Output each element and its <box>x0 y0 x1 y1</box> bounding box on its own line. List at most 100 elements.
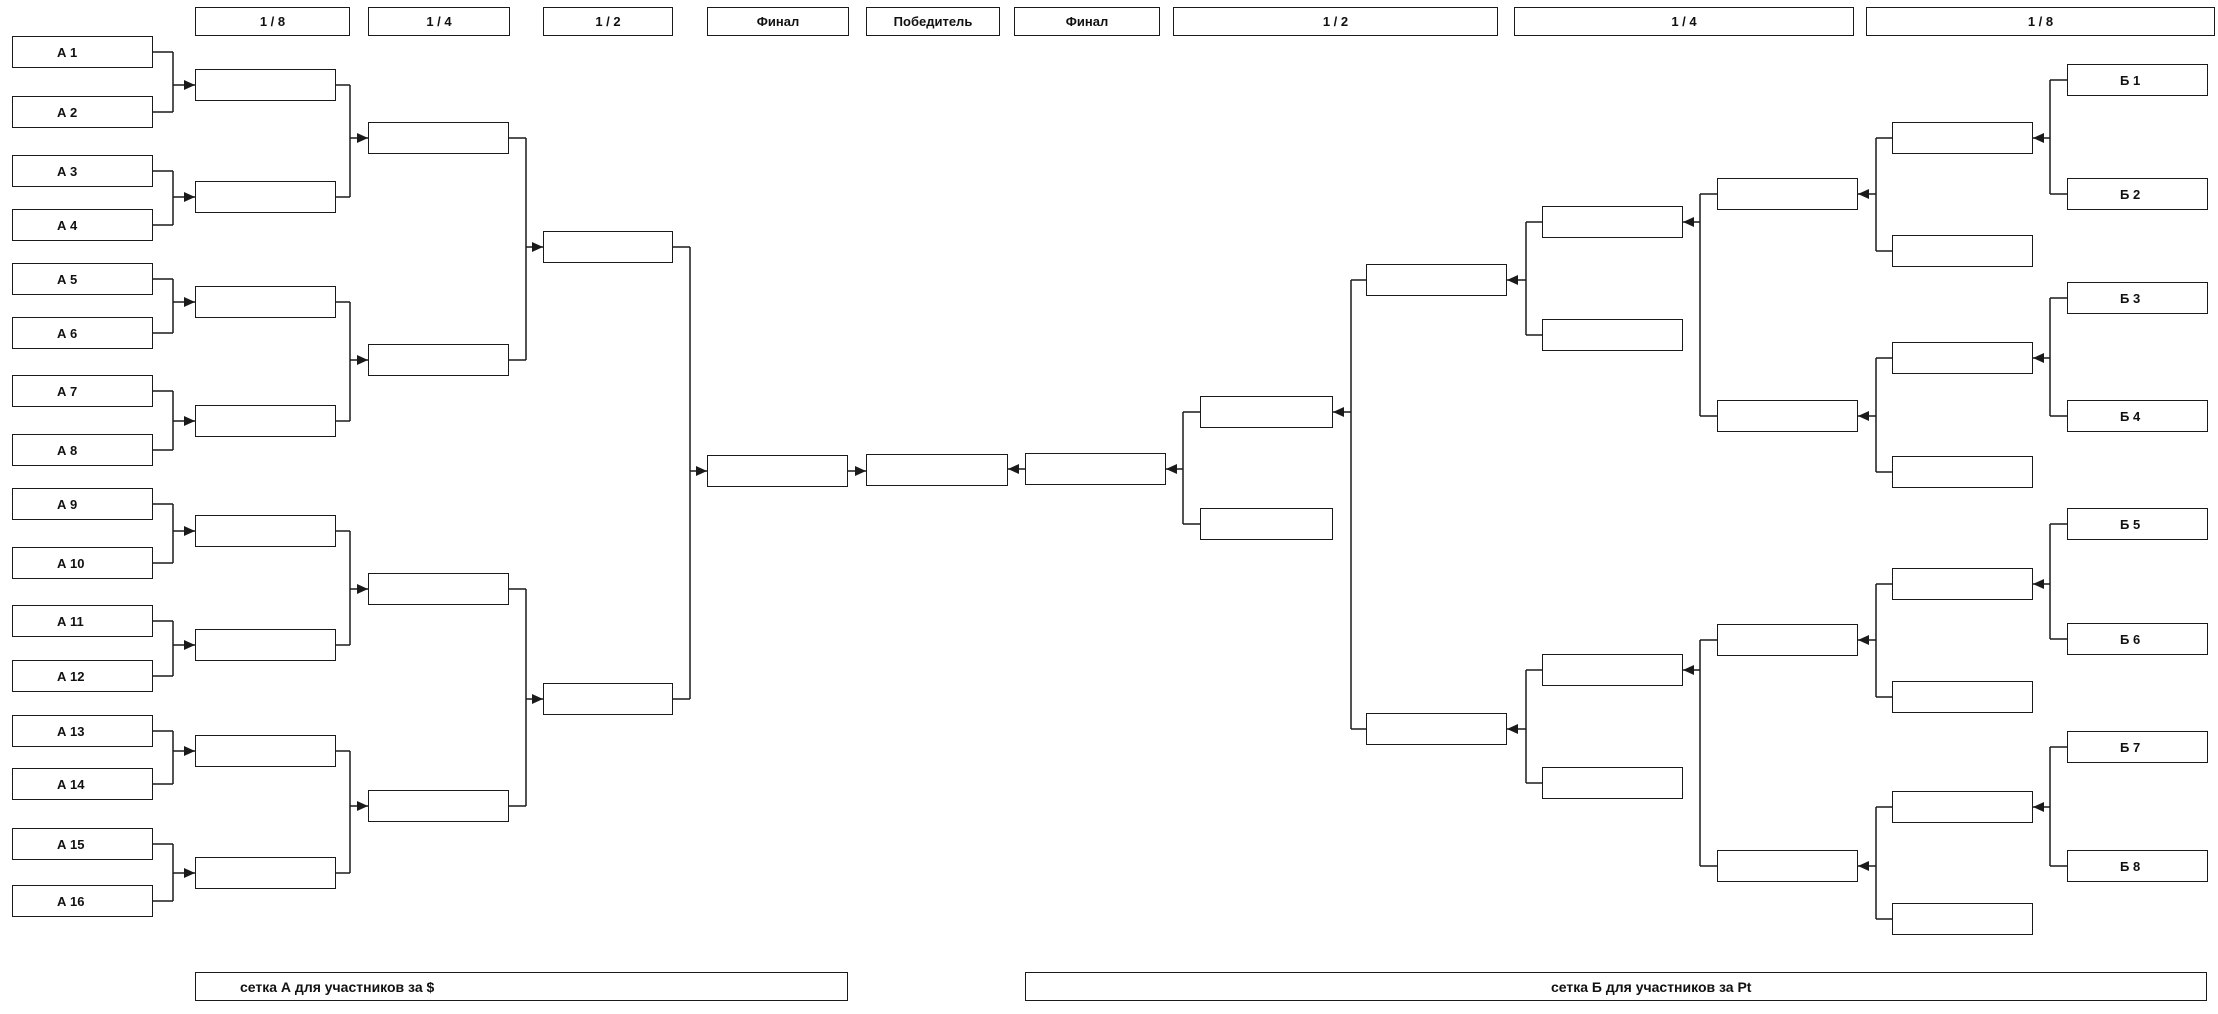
arrow-icon <box>1008 464 1019 474</box>
participant-a-2: А 2 <box>12 96 153 128</box>
arrow-icon <box>357 801 368 811</box>
slot-b-semi-2 <box>1200 508 1333 540</box>
slot-a-r16-6 <box>195 629 336 661</box>
participant-b-6: Б 6 <box>2067 623 2208 655</box>
participant-a-10: А 10 <box>12 547 153 579</box>
participant-a-13: А 13 <box>12 715 153 747</box>
round-header-b-1: Финал <box>1014 7 1160 36</box>
slot-a-r16-8 <box>195 857 336 889</box>
arrow-icon <box>357 133 368 143</box>
slot-b-final <box>1025 453 1166 485</box>
participant-a-11: А 11 <box>12 605 153 637</box>
slot-b-r12-3 <box>1542 654 1683 686</box>
caption-bracket-b: сетка Б для участников за Pt <box>1025 972 2207 1001</box>
slot-a-sf-1 <box>543 231 673 263</box>
round-header-a-1: 1 / 8 <box>195 7 350 36</box>
participant-a-3: А 3 <box>12 155 153 187</box>
round-header-b-2: 1 / 2 <box>1173 7 1498 36</box>
arrow-icon <box>696 466 707 476</box>
participant-b-5: Б 5 <box>2067 508 2208 540</box>
participant-b-2: Б 2 <box>2067 178 2208 210</box>
slot-b-r16-2 <box>1892 235 2033 267</box>
slot-b-semi-1 <box>1200 396 1333 428</box>
slot-b-r16-6 <box>1892 681 2033 713</box>
arrow-icon <box>855 466 866 476</box>
slot-b-sf-1 <box>1366 264 1507 296</box>
arrow-icon <box>1858 411 1869 421</box>
arrow-icon <box>1683 217 1694 227</box>
participant-a-16: А 16 <box>12 885 153 917</box>
arrow-icon <box>1166 464 1177 474</box>
arrow-icon <box>184 192 195 202</box>
participant-a-12: А 12 <box>12 660 153 692</box>
slot-a-r16-3 <box>195 286 336 318</box>
slot-b-r16-7 <box>1892 791 2033 823</box>
participant-a-14: А 14 <box>12 768 153 800</box>
arrow-icon <box>2033 579 2044 589</box>
slot-b-r16-1 <box>1892 122 2033 154</box>
slot-a-r16-1 <box>195 69 336 101</box>
slot-a-qf-4 <box>368 790 509 822</box>
arrow-icon <box>184 297 195 307</box>
participant-b-1: Б 1 <box>2067 64 2208 96</box>
arrow-icon <box>184 416 195 426</box>
slot-b-qf-1 <box>1717 178 1858 210</box>
participant-a-8: А 8 <box>12 434 153 466</box>
slot-b-r16-3 <box>1892 342 2033 374</box>
round-header-a-3: 1 / 2 <box>543 7 673 36</box>
slot-b-sf-2 <box>1366 713 1507 745</box>
arrow-icon <box>1858 635 1869 645</box>
slot-a-r16-4 <box>195 405 336 437</box>
participant-b-8: Б 8 <box>2067 850 2208 882</box>
slot-b-r12-4 <box>1542 767 1683 799</box>
round-header-b-3: 1 / 4 <box>1514 7 1854 36</box>
slot-a-final <box>707 455 848 487</box>
slot-b-qf-3 <box>1717 624 1858 656</box>
slot-b-r16-8 <box>1892 903 2033 935</box>
arrow-icon <box>357 355 368 365</box>
participant-a-4: А 4 <box>12 209 153 241</box>
slot-a-qf-1 <box>368 122 509 154</box>
arrow-icon <box>1333 407 1344 417</box>
arrow-icon <box>1858 861 1869 871</box>
slot-b-r16-4 <box>1892 456 2033 488</box>
participant-b-7: Б 7 <box>2067 731 2208 763</box>
participant-a-5: А 5 <box>12 263 153 295</box>
arrow-icon <box>357 584 368 594</box>
participant-a-15: А 15 <box>12 828 153 860</box>
participant-a-9: А 9 <box>12 488 153 520</box>
arrow-icon <box>2033 353 2044 363</box>
arrow-icon <box>2033 802 2044 812</box>
arrow-icon <box>1507 724 1518 734</box>
caption-bracket-a: сетка А для участников за $ <box>195 972 848 1001</box>
participant-b-4: Б 4 <box>2067 400 2208 432</box>
arrow-icon <box>1858 189 1869 199</box>
arrow-icon <box>532 694 543 704</box>
round-header-a-4: Финал <box>707 7 849 36</box>
arrow-icon <box>1507 275 1518 285</box>
arrow-icon <box>184 640 195 650</box>
slot-a-r16-2 <box>195 181 336 213</box>
slot-a-qf-2 <box>368 344 509 376</box>
arrow-icon <box>1683 665 1694 675</box>
participant-a-1: А 1 <box>12 36 153 68</box>
slot-a-sf-2 <box>543 683 673 715</box>
slot-b-r12-1 <box>1542 206 1683 238</box>
slot-a-qf-3 <box>368 573 509 605</box>
slot-b-qf-4 <box>1717 850 1858 882</box>
arrow-icon <box>532 242 543 252</box>
participant-a-6: А 6 <box>12 317 153 349</box>
round-header-a-2: 1 / 4 <box>368 7 510 36</box>
slot-b-qf-2 <box>1717 400 1858 432</box>
arrow-icon <box>184 746 195 756</box>
slot-b-r12-2 <box>1542 319 1683 351</box>
slot-winner <box>866 454 1008 486</box>
winner-header: Победитель <box>866 7 1000 36</box>
arrow-icon <box>2033 133 2044 143</box>
participant-a-7: А 7 <box>12 375 153 407</box>
slot-a-r16-7 <box>195 735 336 767</box>
arrow-icon <box>184 526 195 536</box>
